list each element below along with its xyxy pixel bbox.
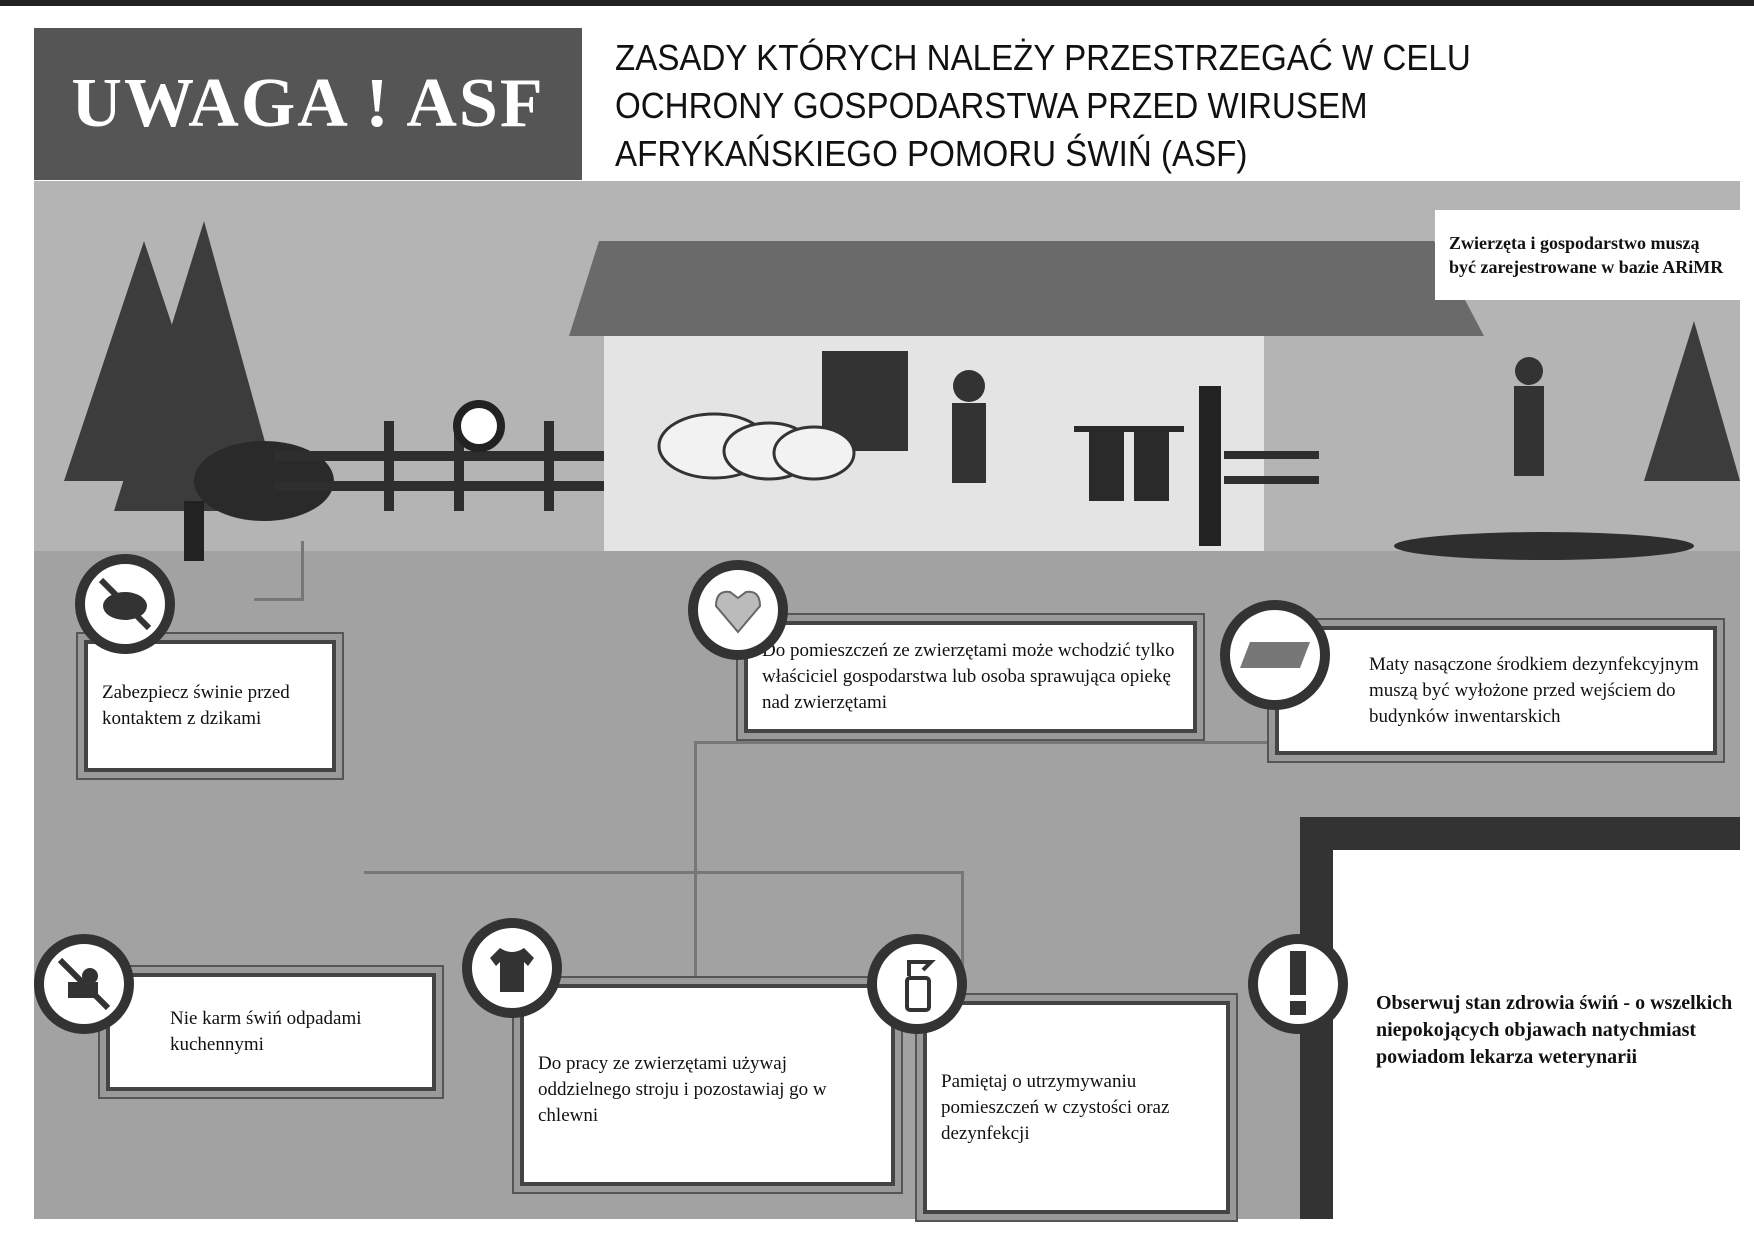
visitor (1514, 357, 1544, 476)
fence-left (274, 421, 614, 511)
no-wild-boar-icon (75, 554, 175, 654)
trees-right (1644, 321, 1740, 481)
no-kitchen-waste-icon (34, 934, 134, 1034)
rule-health: Obserwuj stan zdrowia świń - o wszelkich… (1376, 990, 1741, 1071)
rule-access: Do pomieszczeń ze zwierzętami może wchod… (744, 621, 1197, 733)
rule-text: Obserwuj stan zdrowia świń - o wszelkich… (1376, 992, 1733, 1068)
exclamation-icon (1248, 934, 1348, 1034)
farmer (952, 370, 986, 483)
spray-bottle-icon (867, 934, 967, 1034)
registration-note: Zwierzęta i gospodarstwo muszą być zarej… (1435, 210, 1740, 300)
disinfection-mats (1394, 532, 1694, 560)
pigs (657, 412, 856, 481)
page-title: ZASADY KTÓRYCH NALEŻY PRZESTRZEGAĆ W CEL… (615, 37, 1471, 174)
connector (694, 741, 1314, 1041)
barn (569, 241, 1484, 551)
hanging-clothes (1074, 426, 1184, 501)
rule-text: Zabezpiecz świnie przed kontaktem z dzik… (102, 682, 290, 729)
connector (364, 871, 964, 991)
decorative-frame (1300, 817, 1740, 1219)
rule-text: Maty nasączone środkiem dezynfekcyjnym m… (1369, 653, 1699, 727)
rule-mats: Maty nasączone środkiem dezynfekcyjnym m… (1275, 626, 1717, 755)
rule-text: Pamiętaj o utrzymywaniu pomieszczeń w cz… (941, 1070, 1170, 1144)
rule-cleanliness: Pamiętaj o utrzymywaniu pomieszczeń w cz… (923, 1001, 1230, 1214)
rule-wild-boars: Zabezpiecz świnie przed kontaktem z dzik… (84, 640, 336, 772)
rule-text: Do pomieszczeń ze zwierzętami może wchod… (762, 640, 1175, 713)
warning-badge: UWAGA ! ASF (34, 28, 582, 180)
scan-edge (0, 0, 1754, 6)
rule-kitchen-waste: Nie karm świń odpadami kuchennymi (106, 973, 436, 1091)
rule-clothing: Do pracy ze zwierzętami używaj oddzielne… (520, 984, 895, 1186)
rule-text: Nie karm świń odpadami kuchennymi (170, 1008, 362, 1055)
heart-shield-icon (688, 560, 788, 660)
connector (254, 541, 304, 601)
fence-right (1224, 451, 1319, 484)
registration-text: Zwierzęta i gospodarstwo muszą być zarej… (1449, 233, 1724, 277)
rule-text: Do pracy ze zwierzętami używaj oddzielne… (538, 1053, 827, 1126)
trees-left (64, 221, 284, 561)
shirt-icon (462, 918, 562, 1018)
farm-scene-graphic (64, 221, 1740, 561)
badge-text: UWAGA ! ASF (71, 65, 545, 142)
disinfection-mat-icon (1220, 600, 1330, 710)
no-entry-sign (453, 400, 505, 452)
